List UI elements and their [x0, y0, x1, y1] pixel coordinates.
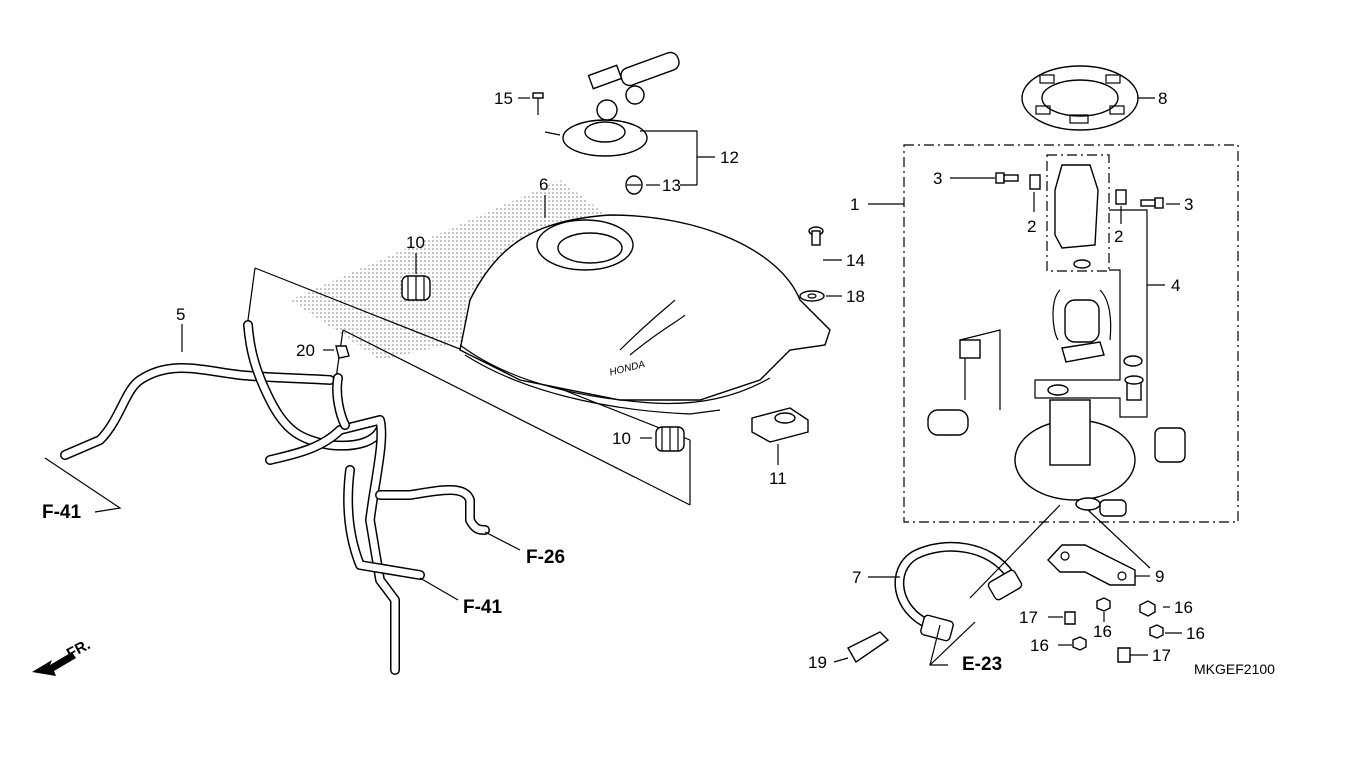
ref-e23[interactable]: E-23 [962, 654, 1002, 675]
callout-5: 5 [176, 305, 185, 324]
callout-14: 14 [846, 251, 865, 270]
callout-13: 13 [662, 176, 681, 195]
rubber-cushion-10a[interactable] [401, 275, 431, 301]
nut-16c[interactable] [1149, 624, 1164, 639]
fuel-level-sender[interactable] [927, 329, 1001, 436]
pump-bracket-lines [1034, 209, 1148, 418]
callout-2b: 2 [1114, 227, 1123, 246]
callout-17b: 17 [1152, 646, 1171, 665]
callout-20: 20 [296, 341, 315, 360]
callout-7: 7 [852, 568, 861, 587]
clip-2b[interactable] [1115, 189, 1127, 205]
rubber-cushion-10b[interactable] [655, 426, 685, 452]
clip-20[interactable] [335, 345, 350, 359]
callout-18: 18 [846, 287, 865, 306]
bolt-14[interactable] [808, 226, 824, 246]
callout-9: 9 [1155, 567, 1164, 586]
callout-17a: 17 [1019, 608, 1038, 627]
pump-filter-cup[interactable] [1154, 427, 1186, 463]
leader-lines [181, 97, 1182, 666]
callout-2a: 2 [1027, 217, 1036, 236]
nut-16b[interactable] [1096, 597, 1111, 612]
callout-16a: 16 [1174, 598, 1193, 617]
callout-16d: 16 [1030, 636, 1049, 655]
fuel-pump-4[interactable] [1046, 154, 1143, 367]
nut-16a[interactable] [1139, 600, 1156, 617]
ref-f41-right[interactable]: F-41 [463, 597, 503, 618]
callout-19: 19 [808, 653, 827, 672]
rubber-mount-11[interactable] [751, 407, 809, 443]
callout-3b: 3 [1184, 195, 1193, 214]
washer-18[interactable] [799, 290, 825, 302]
callout-10a: 10 [406, 233, 425, 252]
callout-4: 4 [1171, 276, 1180, 295]
callout-6: 6 [539, 175, 548, 194]
screw-15[interactable] [532, 92, 544, 115]
hose-clip-19[interactable] [847, 631, 890, 664]
pressure-regulator[interactable] [1124, 375, 1144, 401]
pump-base-plate[interactable] [1014, 384, 1136, 517]
callout-8: 8 [1158, 89, 1167, 108]
callout-11: 11 [769, 469, 787, 488]
ref-f26[interactable]: F-26 [526, 547, 565, 568]
fuel-hose-7[interactable] [894, 541, 1023, 642]
callout-12: 12 [720, 148, 739, 167]
clip-2a[interactable] [1029, 174, 1041, 190]
nut-16d[interactable] [1072, 636, 1087, 651]
nut-17b[interactable] [1117, 647, 1131, 663]
bracket-9[interactable] [1047, 544, 1136, 586]
fuel-pump-frame [903, 144, 1239, 523]
callout-3a: 3 [933, 169, 942, 188]
ref-f41-left[interactable]: F-41 [42, 502, 82, 523]
front-direction-arrow: FR. [32, 636, 93, 676]
screw-3b[interactable] [1140, 197, 1164, 209]
callout-1: 1 [850, 195, 859, 214]
fuel-tank[interactable]: HONDA [459, 214, 831, 415]
diagram-code: MKGEF2100 [1194, 661, 1275, 677]
callout-15: 15 [494, 89, 513, 108]
retaining-ring-8[interactable] [1021, 65, 1139, 131]
callout-10b: 10 [612, 429, 631, 448]
nut-17a[interactable] [1064, 611, 1076, 625]
callout-16b: 16 [1093, 622, 1112, 641]
filler-cap-assembly[interactable] [544, 50, 681, 157]
breather-hose-5[interactable] [60, 320, 490, 675]
screw-3a[interactable] [995, 172, 1019, 184]
grommet-13[interactable] [625, 175, 643, 195]
callout-16c: 16 [1186, 624, 1205, 643]
